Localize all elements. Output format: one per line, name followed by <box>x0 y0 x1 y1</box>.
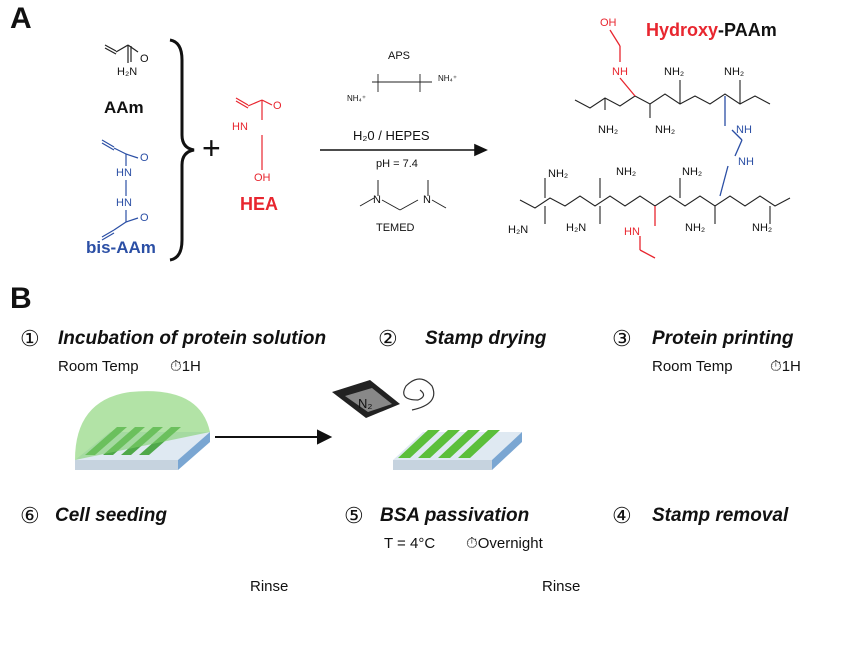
product-nh2-b: NH₂ <box>724 66 745 78</box>
step-1-time: ⏱1H <box>170 358 201 375</box>
step-2-n2-label: N₂ <box>358 396 373 411</box>
timer-icon: ⏱ <box>170 358 182 375</box>
timer-icon: ⏱ <box>466 535 478 552</box>
panel-a-letter: A <box>10 2 32 35</box>
bis-aam-o2: O <box>140 212 149 224</box>
step-6-number: ⑥ <box>20 503 40 528</box>
aps-label: APS <box>388 50 411 62</box>
polymer-product <box>519 80 791 224</box>
bis-aam-hn1: HN <box>116 167 132 179</box>
step-4-title: Stamp removal <box>652 505 789 526</box>
temed-label: TEMED <box>376 222 415 234</box>
solvent-label: H₂0 / HEPES <box>353 128 430 143</box>
product-title-black: -PAAm <box>718 20 777 40</box>
step-1-time-value: 1H <box>181 358 201 375</box>
temed-n1: N <box>373 194 381 206</box>
bis-aam-label: bis-AAm <box>86 238 156 257</box>
nh4-right: NH₄⁺ <box>438 74 458 83</box>
bis-aam-hn2: HN <box>116 197 132 209</box>
polymer-blue-crosslink <box>719 96 743 197</box>
step-5-time: ⏱Overnight <box>466 535 543 552</box>
step-3-temp: Room Temp <box>652 358 733 375</box>
hea-hn-label: HN <box>232 121 248 133</box>
product-h2n-b: H₂N <box>566 222 587 234</box>
step-3-title: Protein printing <box>652 328 794 349</box>
product-nh2-a: NH₂ <box>664 66 685 78</box>
bis-aam-structure <box>101 139 139 241</box>
ph-label: pH = 7.4 <box>376 158 418 170</box>
step-3-number: ③ <box>612 326 632 351</box>
product-title: Hydroxy-PAAm <box>646 20 777 41</box>
step-5-number: ⑤ <box>344 503 364 528</box>
polymer-red-groups <box>609 29 656 259</box>
timer-icon: ⏱ <box>770 358 782 375</box>
reaction-arrow <box>320 143 488 157</box>
product-nh-blue1: NH <box>736 124 752 136</box>
aam-structure <box>104 44 139 63</box>
aam-label: AAm <box>104 98 144 117</box>
product-nh2-d: NH₂ <box>655 124 676 136</box>
product-nh2-c: NH₂ <box>598 124 619 136</box>
step-6-title: Cell seeding <box>55 505 167 526</box>
hea-o-label: O <box>273 100 282 112</box>
plus-sign: + <box>202 130 221 166</box>
hea-structure <box>235 97 273 170</box>
bis-aam-o1: O <box>140 152 149 164</box>
product-nh2-f: NH₂ <box>616 166 637 178</box>
panel-b-letter: B <box>10 282 32 315</box>
step-2-title: Stamp drying <box>425 328 547 349</box>
hea-oh-label: OH <box>254 172 271 184</box>
step-1-title: Incubation of protein solution <box>58 328 327 349</box>
product-nh-blue2: NH <box>738 156 754 168</box>
step-4-number: ④ <box>612 503 632 528</box>
curly-brace <box>169 38 195 262</box>
step-1-number: ① <box>20 326 40 351</box>
product-hn-bot: HN <box>624 226 640 238</box>
rinse-label-2: Rinse <box>250 578 289 595</box>
hea-label: HEA <box>240 194 279 214</box>
step-5-time-value: Overnight <box>477 535 543 552</box>
product-oh: OH <box>600 17 617 29</box>
product-nh2-h: NH₂ <box>685 222 706 234</box>
rinse-label-1: Rinse <box>542 578 581 595</box>
product-nh-top: NH <box>612 66 628 78</box>
aps-structure <box>372 74 432 92</box>
product-title-red: Hydroxy <box>646 20 719 40</box>
step-1-temp: Room Temp <box>58 358 139 375</box>
product-nh2-g: NH₂ <box>682 166 703 178</box>
step-5-title: BSA passivation <box>380 505 530 526</box>
aam-o-label: O <box>140 53 149 65</box>
step-3-time-value: 1H <box>781 358 801 375</box>
product-nh2-i: NH₂ <box>752 222 773 234</box>
step-5-temp: T = 4°C <box>384 535 436 552</box>
temed-n2: N <box>423 194 431 206</box>
product-h2n-a: H₂N <box>508 224 529 236</box>
temed-structure <box>359 180 447 211</box>
aam-amide-label: H₂N <box>117 66 138 78</box>
product-nh2-e: NH₂ <box>548 168 569 180</box>
step-3-time: ⏱1H <box>770 358 801 375</box>
step-2-number: ② <box>378 326 398 351</box>
nh4-left: NH₄⁺ <box>347 94 367 103</box>
